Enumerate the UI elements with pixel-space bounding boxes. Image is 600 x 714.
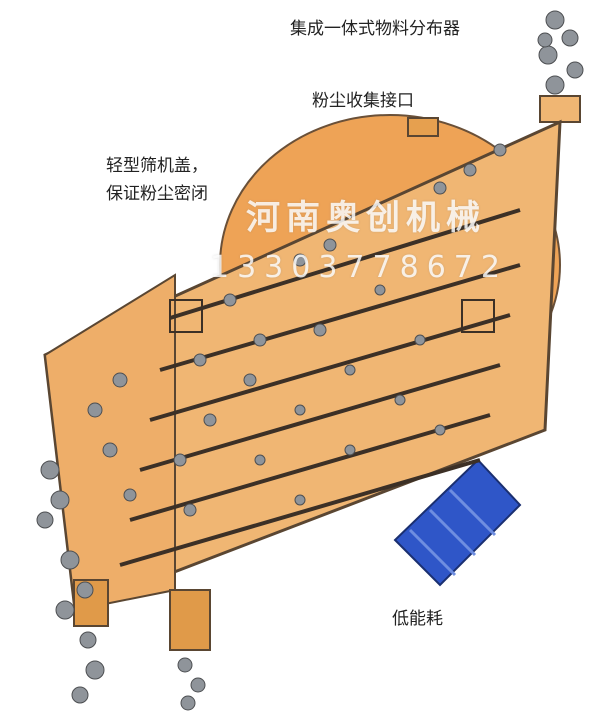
vibration-motor xyxy=(393,458,522,587)
watermark-phone: 13303778672 xyxy=(210,250,508,285)
watermark-company: 河南奥创机械 xyxy=(246,198,486,238)
distributor-pipe xyxy=(539,95,581,123)
cover-label: 轻型筛机盖， 保证粉尘密闭 xyxy=(106,152,208,208)
dust-collector-label: 粉尘收集接口 xyxy=(312,91,414,111)
cover-label-line1: 轻型筛机盖， xyxy=(106,156,208,176)
right-support xyxy=(461,299,495,333)
left-support xyxy=(169,299,203,333)
distributor-label: 集成一体式物料分布器 xyxy=(290,19,460,39)
material-stones xyxy=(36,10,584,711)
dust-collector-port xyxy=(407,117,439,137)
low-energy-label: 低能耗 xyxy=(392,609,443,629)
screen-decks xyxy=(119,208,521,567)
discharge-chute-2 xyxy=(169,589,211,651)
cover-label-line2: 保证粉尘密闭 xyxy=(106,184,208,204)
